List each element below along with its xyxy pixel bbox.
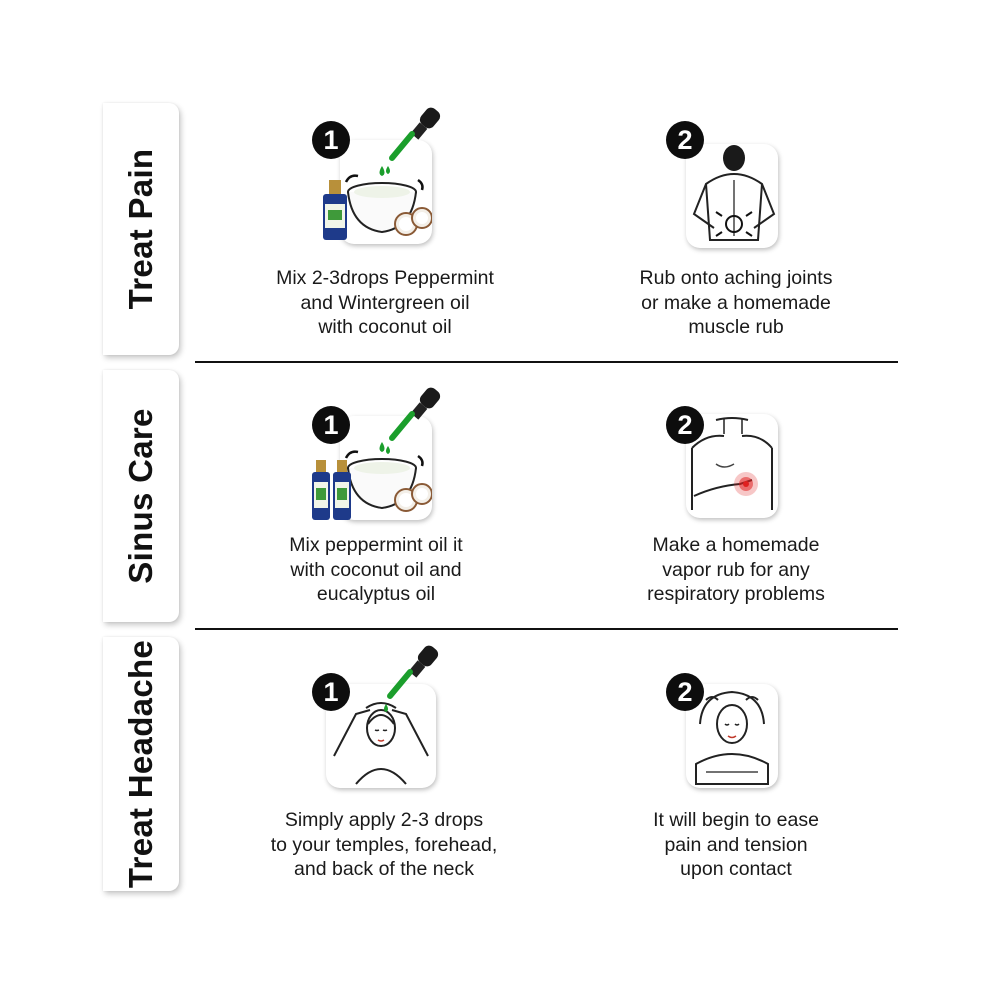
section-title: Treat Headache	[122, 639, 159, 889]
head-drops-icon	[326, 684, 436, 788]
section-title: Treat Pain	[122, 148, 159, 310]
section-tab-sinus-care: Sinus Care	[103, 370, 179, 622]
oil-bowl-coconut-icon	[340, 416, 432, 520]
oil-bottles-icon	[312, 460, 352, 520]
step-caption: Make a homemade vapor rub for any respir…	[647, 534, 825, 605]
step-caption: Simply apply 2-3 drops to your temples, …	[270, 809, 498, 880]
dropper-icon	[378, 104, 448, 184]
oil-bowl-coconut-icon	[340, 140, 432, 244]
section-tab-treat-pain: Treat Pain	[103, 103, 179, 355]
step-number-badge: 2	[666, 406, 704, 444]
step-number-badge: 1	[312, 673, 350, 711]
step-caption: Mix 2-3drops Peppermint and Wintergreen …	[276, 267, 494, 338]
back-rub-icon	[686, 144, 778, 248]
step-number-badge: 2	[666, 673, 704, 711]
step-caption: Rub onto aching joints or make a homemad…	[639, 267, 833, 338]
section-tab-treat-headache: Treat Headache	[103, 637, 179, 891]
oil-bottle-icon	[322, 180, 348, 240]
step-number-badge: 1	[312, 406, 350, 444]
section-divider	[195, 361, 898, 363]
step-caption: It will begin to ease pain and tension u…	[653, 809, 819, 880]
step-number-badge: 1	[312, 121, 350, 159]
step-caption: Mix peppermint oil it with coconut oil a…	[289, 534, 463, 605]
head-massage-icon	[686, 684, 778, 788]
step-number-badge: 2	[666, 121, 704, 159]
dropper-icon	[378, 384, 448, 464]
dropper-icon	[376, 642, 446, 722]
section-title: Sinus Care	[122, 408, 159, 584]
section-divider	[195, 628, 898, 630]
